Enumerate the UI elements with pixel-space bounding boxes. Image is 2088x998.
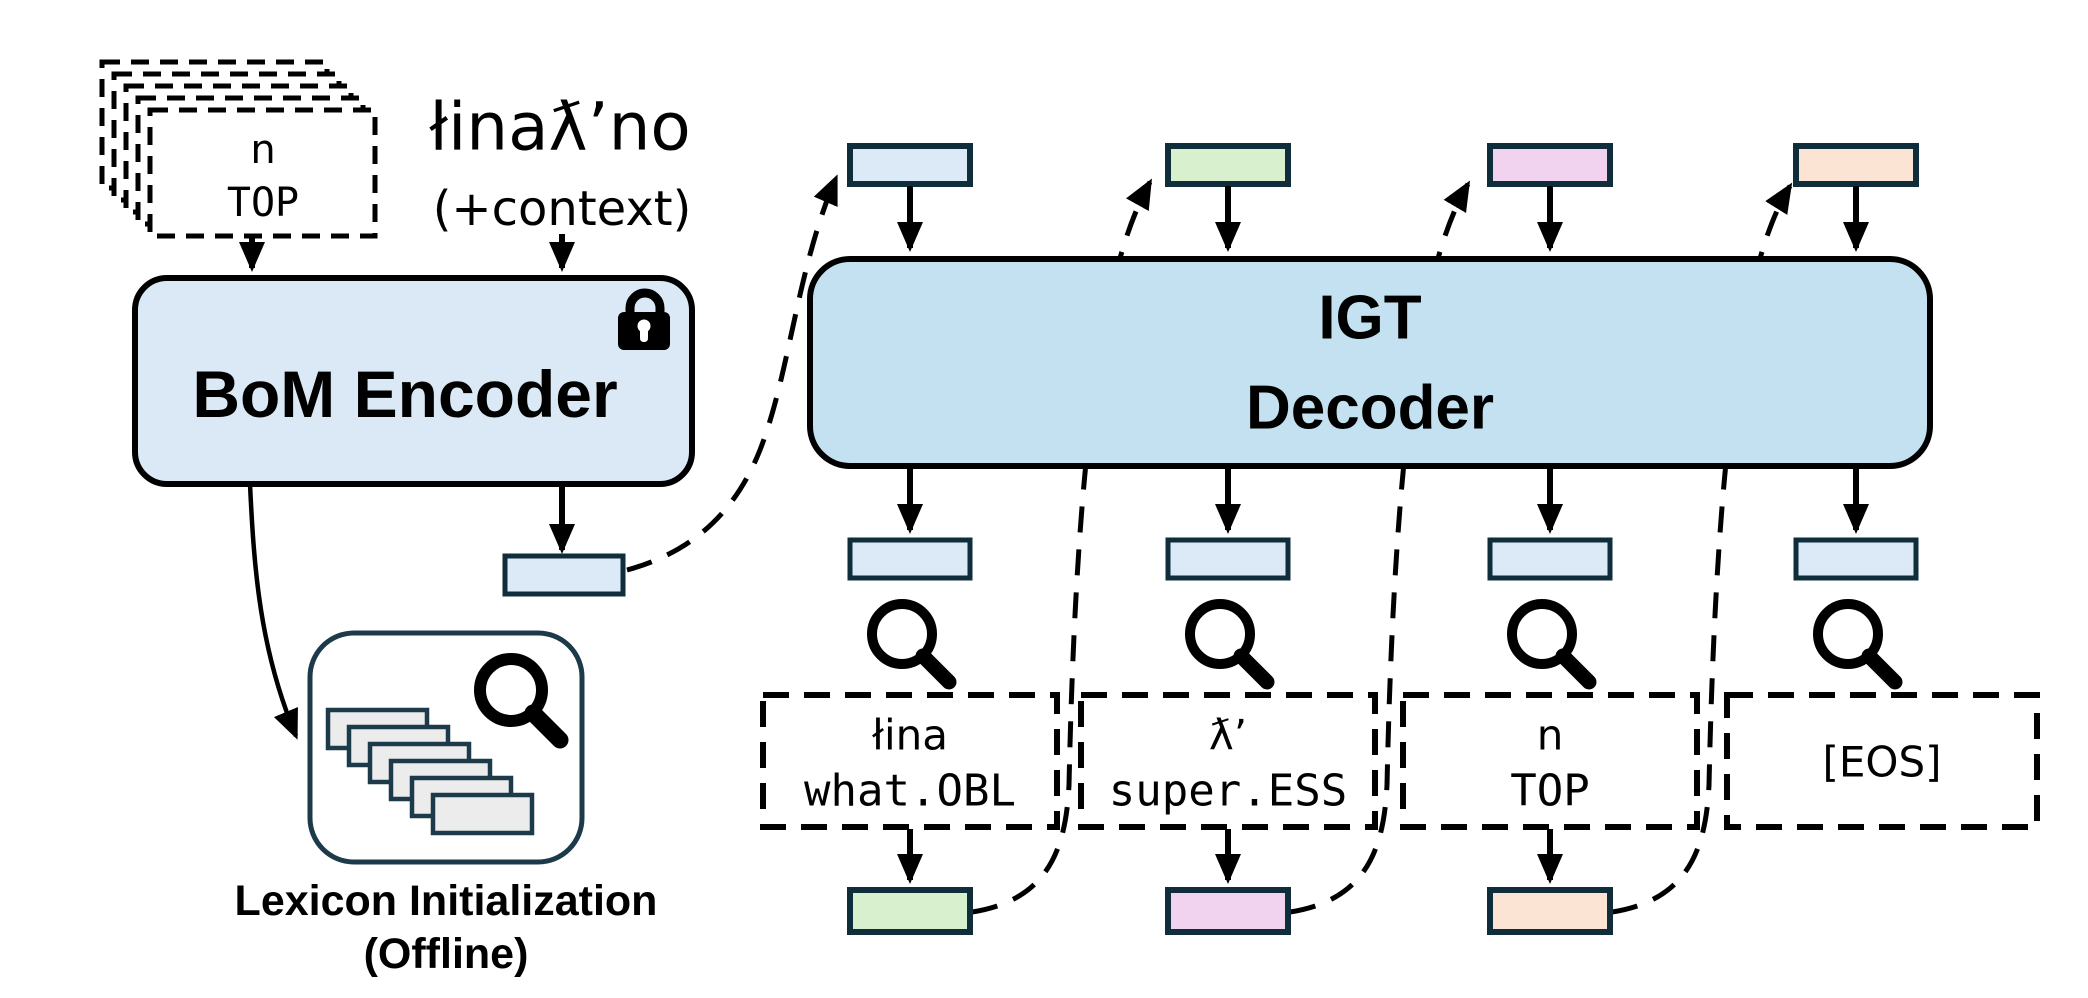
search-icon	[474, 653, 569, 749]
prediction-surface-2: ƛ’	[1209, 711, 1247, 760]
stack-gloss-text: TOP	[227, 180, 299, 226]
prediction-gloss-3: TOP	[1510, 766, 1589, 817]
output-embedding-4	[1793, 537, 1919, 581]
lexicon-card	[430, 792, 535, 836]
stack-surface-text: n	[250, 127, 275, 173]
prediction-box-4	[1724, 692, 2040, 830]
input-embedding-1	[847, 143, 973, 187]
token-embedding-pink	[1165, 887, 1291, 935]
prediction-box-3	[1400, 692, 1700, 830]
prediction-surface-3: n	[1537, 711, 1564, 760]
search-icon	[1813, 599, 1903, 690]
input-embedding-4	[1793, 143, 1919, 187]
prediction-gloss-2: super.ESS	[1109, 766, 1347, 817]
encoder-to-lexicon-arrow	[247, 483, 299, 740]
output-embedding-1	[847, 537, 973, 581]
igt-decoder: IGT Decoder	[807, 256, 1933, 469]
lock-icon	[618, 288, 670, 350]
decoder-input-embeddings	[847, 143, 1919, 187]
bom-encoder-box	[132, 275, 695, 487]
eos-label: [EOS]	[1822, 738, 1941, 787]
input-embedding-3	[1487, 143, 1613, 187]
search-icon	[1185, 599, 1275, 690]
prediction-boxes	[760, 692, 2040, 830]
prediction-gloss-1: what.OBL	[804, 766, 1016, 817]
context-text: (+context)	[433, 181, 692, 237]
input-embedding-2	[1165, 143, 1291, 187]
igt-decoder-box	[807, 256, 1933, 469]
prediction-box-1	[760, 692, 1060, 830]
decoder-label-line2: Decoder	[1246, 374, 1494, 443]
lexicon-subtitle: (Offline)	[364, 930, 529, 978]
encoder-to-decoder-curve	[626, 174, 839, 573]
bom-encoder-label: BoM Encoder	[192, 357, 617, 431]
bom-input-stack: n TOP	[99, 59, 378, 239]
lookup-icons	[867, 599, 1903, 690]
token-embedding-green	[847, 887, 973, 935]
prediction-surface-1: łina	[872, 711, 948, 760]
search-icon	[1507, 599, 1597, 690]
search-icon	[867, 599, 957, 690]
token-embeddings	[847, 887, 1613, 935]
output-embedding-2	[1165, 537, 1291, 581]
lexicon-title: Lexicon Initialization	[235, 877, 658, 925]
bom-encoder: BoM Encoder	[132, 275, 695, 487]
decoder-label-line1: IGT	[1318, 284, 1421, 353]
sentence-embedding-box	[502, 553, 626, 597]
transcription-text: łinaƛ’no	[429, 89, 691, 166]
stack-card-front	[147, 107, 378, 239]
prediction-arrows	[897, 829, 1563, 884]
decoder-input-arrows	[897, 186, 1869, 252]
lexicon-card-stack	[325, 707, 535, 836]
output-embedding-3	[1487, 537, 1613, 581]
decoder-output-arrows	[897, 466, 1869, 534]
prediction-box-2	[1078, 692, 1378, 830]
token-embedding-orange	[1487, 887, 1613, 935]
lexicon-initialization	[307, 630, 585, 865]
prediction-texts: łina what.OBL ƛ’ super.ESS n TOP [EOS]	[804, 711, 1941, 817]
decoder-output-embeddings	[847, 537, 1919, 581]
